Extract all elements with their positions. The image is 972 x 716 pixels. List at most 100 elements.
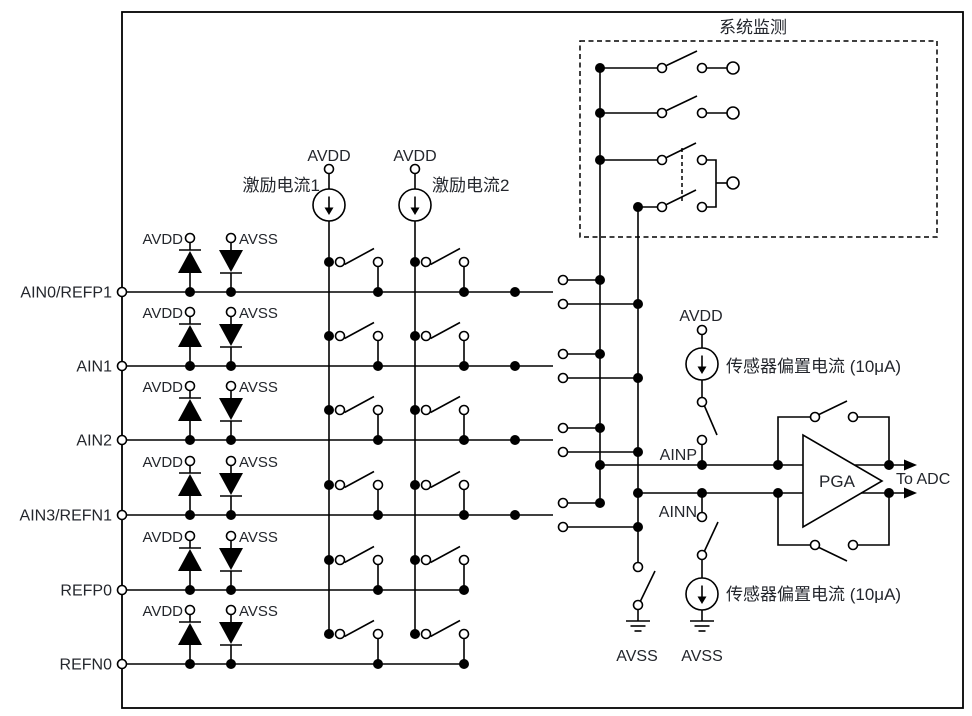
wire [777, 416, 811, 465]
excitation-switch [409, 395, 470, 446]
pin-label-ain2: AIN2 [76, 433, 112, 450]
pin-label-refp0: REFP0 [60, 583, 112, 600]
system-monitor-block: 系统监测 [579, 18, 938, 238]
avdd-terminal [696, 324, 708, 336]
avss-rail-label: AVSS [616, 648, 658, 665]
pin-ain2 [116, 434, 128, 446]
esd-diode-pair [141, 453, 279, 521]
sensor-bias-bottom: 传感器偏置电流 (10μA) AVSS [681, 493, 901, 665]
wire [857, 416, 890, 465]
pin-refn0 [116, 658, 128, 670]
test-point-terminal [726, 176, 740, 190]
excitation-source-1: AVDD 激励电流1 [243, 148, 351, 634]
junction-dot [510, 510, 520, 520]
excitation-switch [323, 619, 384, 670]
pga-block: PGA To ADC [802, 433, 950, 529]
switch-contact [696, 154, 708, 166]
switch-blade [703, 405, 718, 436]
arrow-head [904, 487, 917, 499]
excitation-switch [409, 247, 470, 298]
wire [777, 493, 811, 546]
wire [857, 493, 890, 546]
excitation-switch [323, 247, 384, 298]
arrow-head [904, 459, 917, 471]
avdd-rail-label: AVDD [393, 148, 436, 165]
excitation-switch [409, 321, 470, 372]
switch-contact [632, 561, 644, 573]
switch-blade [703, 521, 719, 552]
monitor-switch-ganged-lower [633, 176, 740, 213]
excitation-current-1-label: 激励电流1 [243, 176, 320, 195]
switch-blade [639, 570, 656, 602]
switch-contact [696, 201, 708, 213]
junction-dot [510, 435, 520, 445]
sensor-bias-label: 传感器偏置电流 (10μA) [726, 357, 901, 376]
switch-contact [847, 411, 859, 423]
pin-label-ain1: AIN1 [76, 359, 112, 376]
chip-outline [121, 11, 964, 709]
switch-contact [696, 549, 708, 561]
monitor-switch-ganged-upper [595, 142, 717, 183]
pga-bypass-top [777, 400, 890, 465]
esd-diode-pair [141, 528, 279, 596]
ainn-label: AINN [659, 504, 697, 521]
excitation-source-2: AVDD 激励电流2 [393, 148, 509, 634]
pin-label-refn0: REFN0 [60, 657, 113, 674]
current-source [685, 577, 719, 611]
excitation-switch [409, 470, 470, 521]
pin-label-ain3: AIN3/REFN1 [20, 508, 113, 525]
avdd-terminal [323, 163, 335, 175]
ainn-ground-switch: AVSS [616, 561, 658, 665]
wire [706, 183, 717, 208]
pin-refp0 [116, 584, 128, 596]
switch-blade [818, 546, 848, 562]
pin-ain0 [116, 286, 128, 298]
to-adc-label: To ADC [896, 471, 950, 488]
pin-label-ain0: AIN0/REFP1 [20, 285, 112, 302]
current-source [685, 347, 719, 381]
excitation-switch [323, 545, 384, 596]
switch-contact [809, 539, 821, 551]
input-select-switch [557, 497, 644, 533]
avdd-rail-label: AVDD [307, 148, 350, 165]
pga-triangle [802, 433, 884, 529]
esd-diode-pair [141, 378, 279, 446]
excitation-switch [323, 321, 384, 372]
sensor-bias-top: AVDD 传感器偏置电流 (10μA) [679, 308, 901, 465]
avdd-terminal [409, 163, 421, 175]
switch-contact [656, 154, 668, 166]
esd-diode-pair [141, 602, 279, 670]
excitation-switch [323, 470, 384, 521]
pin-ain1 [116, 360, 128, 372]
monitor-switch [594, 50, 740, 75]
avdd-rail-label: AVDD [679, 308, 722, 325]
switch-contact [696, 396, 708, 408]
excitation-switch [323, 395, 384, 446]
junction-dot [510, 361, 520, 371]
system-monitor-title: 系统监测 [719, 18, 787, 37]
switch-contact [632, 599, 644, 611]
switch-contact [847, 539, 859, 551]
switch-contact [809, 411, 821, 423]
excitation-switch [409, 619, 470, 670]
esd-diode-pair [141, 304, 279, 372]
junction-dot [510, 287, 520, 297]
pga-label: PGA [819, 472, 856, 491]
pin-ain3 [116, 509, 128, 521]
switch-contact [696, 434, 708, 446]
sensor-bias-label: 传感器偏置电流 (10μA) [726, 585, 901, 604]
ground-symbol [625, 620, 651, 632]
system-monitor-box [579, 40, 938, 238]
switch-contact [696, 511, 708, 523]
pga-bypass-bottom [777, 493, 890, 562]
current-source [398, 188, 432, 222]
esd-diode-pair [141, 230, 279, 298]
wire [706, 159, 717, 183]
ainp-label: AINP [660, 447, 697, 464]
excitation-switch [409, 545, 470, 596]
avss-rail-label: AVSS [681, 648, 723, 665]
ground-symbol [689, 620, 715, 632]
switch-blade [818, 400, 848, 416]
